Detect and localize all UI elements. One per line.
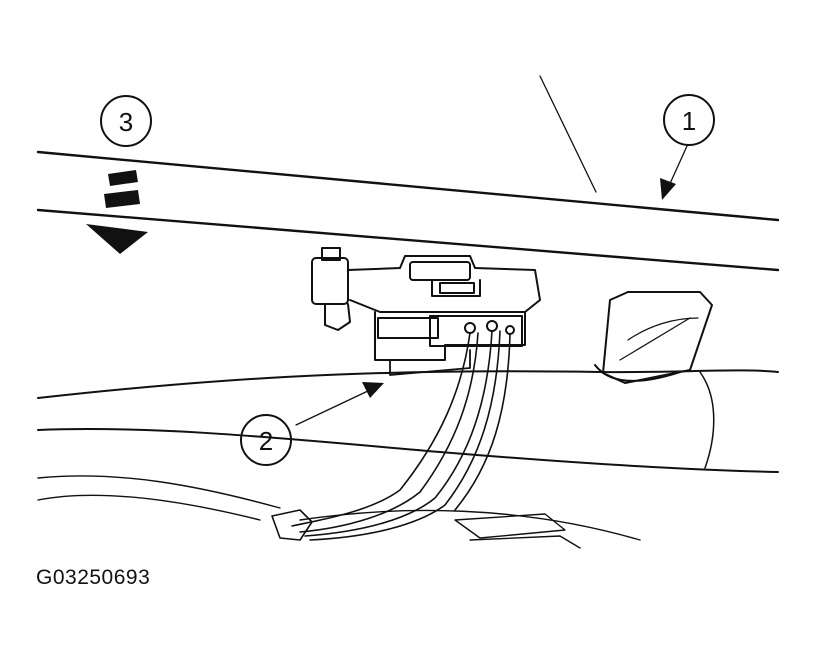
callout-1-label: 1: [682, 106, 696, 136]
callout-1-circle: [663, 94, 715, 146]
callout-3-circle: [100, 95, 152, 147]
electrical-connector-icon: [311, 247, 541, 376]
callout-3-label: 3: [119, 107, 133, 137]
callout-1-leader: [539, 75, 688, 193]
callout-2-label: 2: [259, 426, 273, 456]
callout-2-arrowhead: [362, 382, 384, 398]
callout-1-arrowhead: [660, 178, 676, 200]
wiring-harness: [271, 330, 511, 541]
callout-2-circle: [240, 414, 292, 466]
figure-id: G03250693: [36, 566, 151, 589]
callout-2-leader: [295, 389, 371, 426]
trim-panel: [36, 150, 780, 473]
technical-illustration: 1 2 3: [36, 75, 780, 549]
cover-piece: [602, 291, 713, 384]
dashed-down-arrow-icon: [86, 170, 148, 254]
